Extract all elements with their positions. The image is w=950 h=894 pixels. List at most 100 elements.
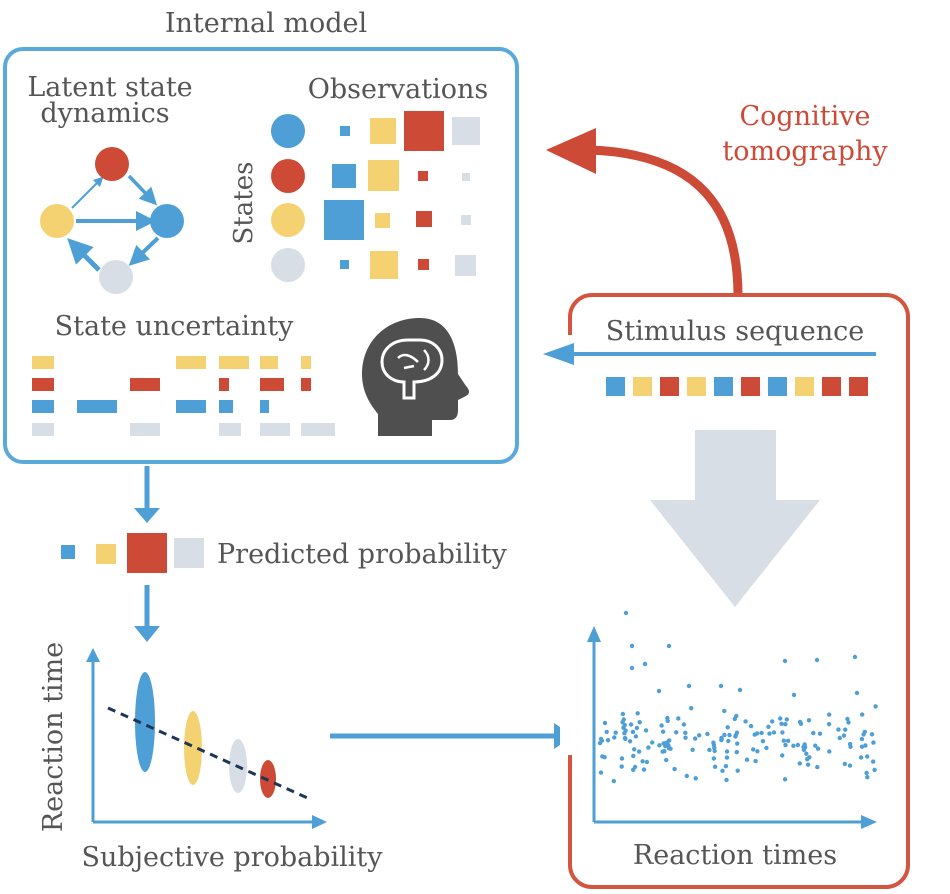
uncertainty-bar-grey [301,423,335,436]
reaction-time-point [865,775,870,780]
reaction-time-point [751,747,756,752]
reaction-time-point [623,610,629,616]
reaction-time-point [661,741,666,746]
uncertainty-bar-yellow [176,356,206,369]
reaction-time-point [854,690,860,696]
reaction-time-point [871,759,876,764]
frame-gap [560,335,580,755]
reaction-time-point [864,770,869,776]
latent-title-line1: Latent state [27,72,192,103]
arrow-head [134,508,160,523]
reaction-time-point [843,727,848,732]
reaction-time-point [805,762,811,767]
reaction-time-point [720,768,725,773]
reaction-time-point [683,730,688,735]
trend-line [107,706,313,802]
obs-cell [332,164,356,188]
reaction-time-point [641,767,647,772]
obs-cell [418,171,428,181]
uncertainty-bar-yellow [260,356,278,369]
reaction-time-point [642,661,648,667]
reaction-time-point [865,754,870,759]
reaction-time-points [597,610,878,784]
state-transition-graph [40,147,184,294]
stimulus-square-blue [714,377,733,396]
reaction-time-point [722,708,727,714]
probability-axis-label: Subjective probability [81,842,383,873]
reaction-time-point [627,739,633,744]
reaction-time-point [619,764,624,769]
reaction-time-point [628,722,634,727]
reaction-time-point [635,711,640,716]
uncertainty-bar-yellow [219,356,249,369]
states-axis-label: States [229,162,259,245]
reaction-time-point [734,730,740,735]
reaction-time-point [707,747,712,753]
obs-cell [375,213,390,228]
reaction-time-point [802,745,808,750]
reaction-time-point [743,719,748,724]
reaction-time-point [657,743,662,748]
reaction-time-point [766,724,771,729]
reaction-time-point [783,722,788,727]
reaction-time-point [597,740,603,746]
reaction-time-point [722,732,727,738]
reaction-time-point [841,733,847,738]
reaction-time-point [863,743,868,748]
reaction-time-point [676,716,681,721]
reaction-time-point [660,729,666,734]
reaction-time-point [873,704,878,709]
uncertainty-bar-grey [219,423,241,436]
obs-cell [461,215,471,225]
reaction-time-point [689,706,694,711]
reaction-time-point [771,730,777,735]
reaction-time-point [630,729,636,735]
reaction-time-point [725,725,730,730]
reaction-time-point [806,718,812,723]
stimulus-square-red [849,377,868,396]
edge-grey-yellow [67,238,101,272]
tomography-arrow-head [546,128,596,174]
rt-distribution-yellow [184,711,202,785]
obs-cell [452,117,480,145]
reaction-time-point [860,712,865,717]
reaction-time-point [623,728,628,733]
reaction-time-point [847,763,853,768]
obs-cell [370,118,396,144]
y-axis-arrow [587,626,601,642]
reaction-time-point [598,736,604,742]
reaction-time-point [859,736,865,742]
predicted-probability-label: Predicted probability [217,539,508,570]
reaction-time-point [872,767,877,773]
state-node-red [95,147,129,181]
reaction-time-point [660,749,665,754]
obs-cell [340,126,350,136]
reaction-time-point [665,718,670,724]
reaction-time-point [674,730,679,735]
reaction-time-point [637,720,642,725]
latent-title-line2: dynamics [40,98,169,129]
uncertainty-bar-red [32,378,54,391]
reaction-time-point [748,723,754,729]
row-state-blue [271,114,305,148]
row-state-red [271,159,305,193]
stimulus-square-blue [768,377,787,396]
reaction-time-point [734,749,739,755]
process-arrow [650,430,820,607]
reaction-time-point [644,759,650,765]
obs-cell [462,173,470,181]
uncertainty-bar-grey [130,423,160,436]
reaction-time-point [723,764,729,769]
reaction-time-point [636,749,642,754]
state-node-blue [150,204,184,238]
reaction-time-point [646,745,651,750]
predicted-probability-squares [61,533,204,573]
reaction-time-point [613,730,618,735]
internal-model-frame [3,47,519,464]
reaction-time-point [827,712,832,717]
reaction-time-point [858,755,864,760]
obs-cell [418,259,429,270]
tomography-label-line1: Cognitive [740,101,871,132]
reaction-time-point [719,735,724,741]
